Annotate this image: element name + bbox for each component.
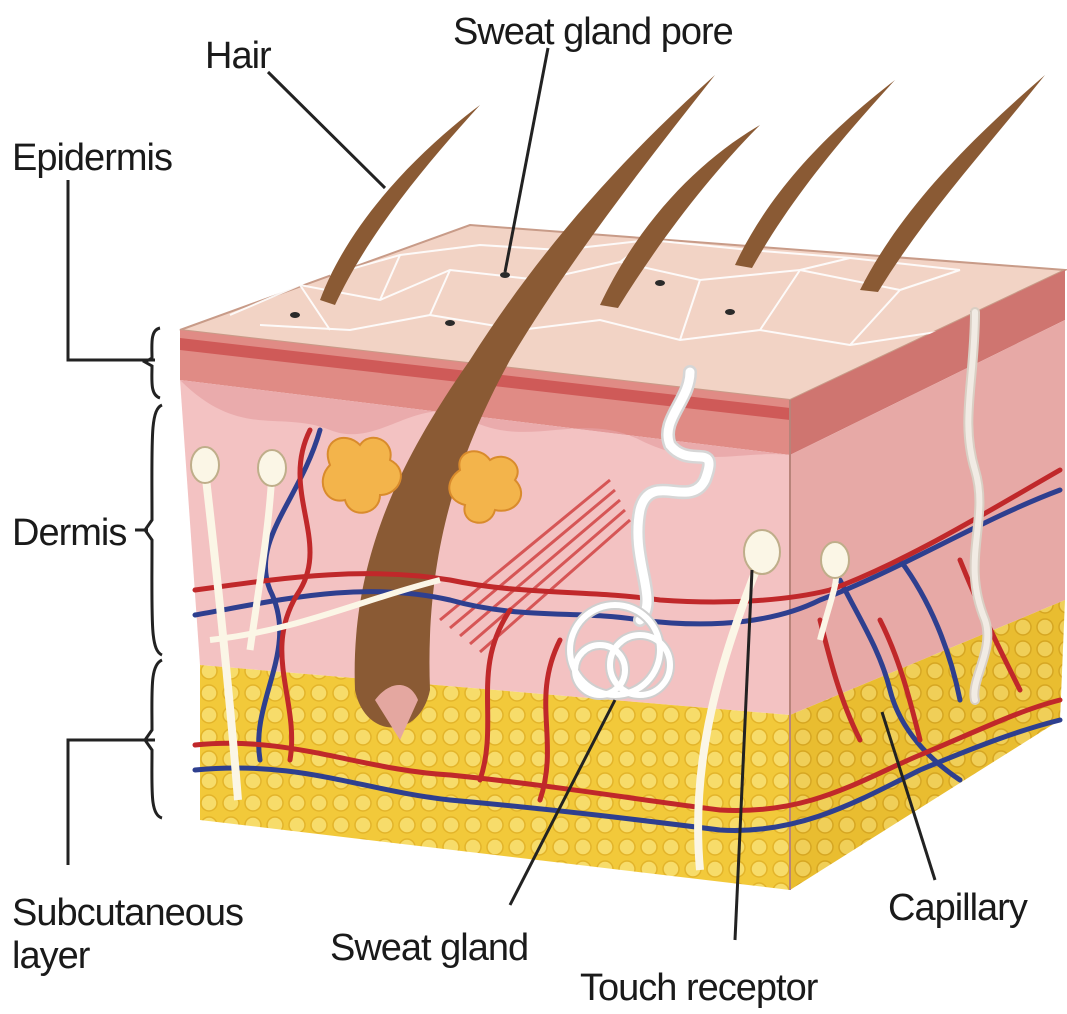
label-subcutaneous-line1: Subcutaneous (12, 892, 243, 934)
skin-block (180, 225, 1065, 890)
label-dermis: Dermis (12, 512, 126, 554)
label-subcutaneous-line2: layer (12, 935, 91, 977)
label-sweat-gland-pore: Sweat gland pore (453, 11, 733, 53)
label-hair: Hair (205, 35, 272, 77)
label-capillary: Capillary (888, 887, 1028, 929)
label-sweat-gland: Sweat gland (330, 927, 528, 969)
label-touch-receptor: Touch receptor (580, 967, 819, 1009)
touch-receptor-shape (744, 530, 780, 574)
label-epidermis: Epidermis (12, 137, 172, 179)
